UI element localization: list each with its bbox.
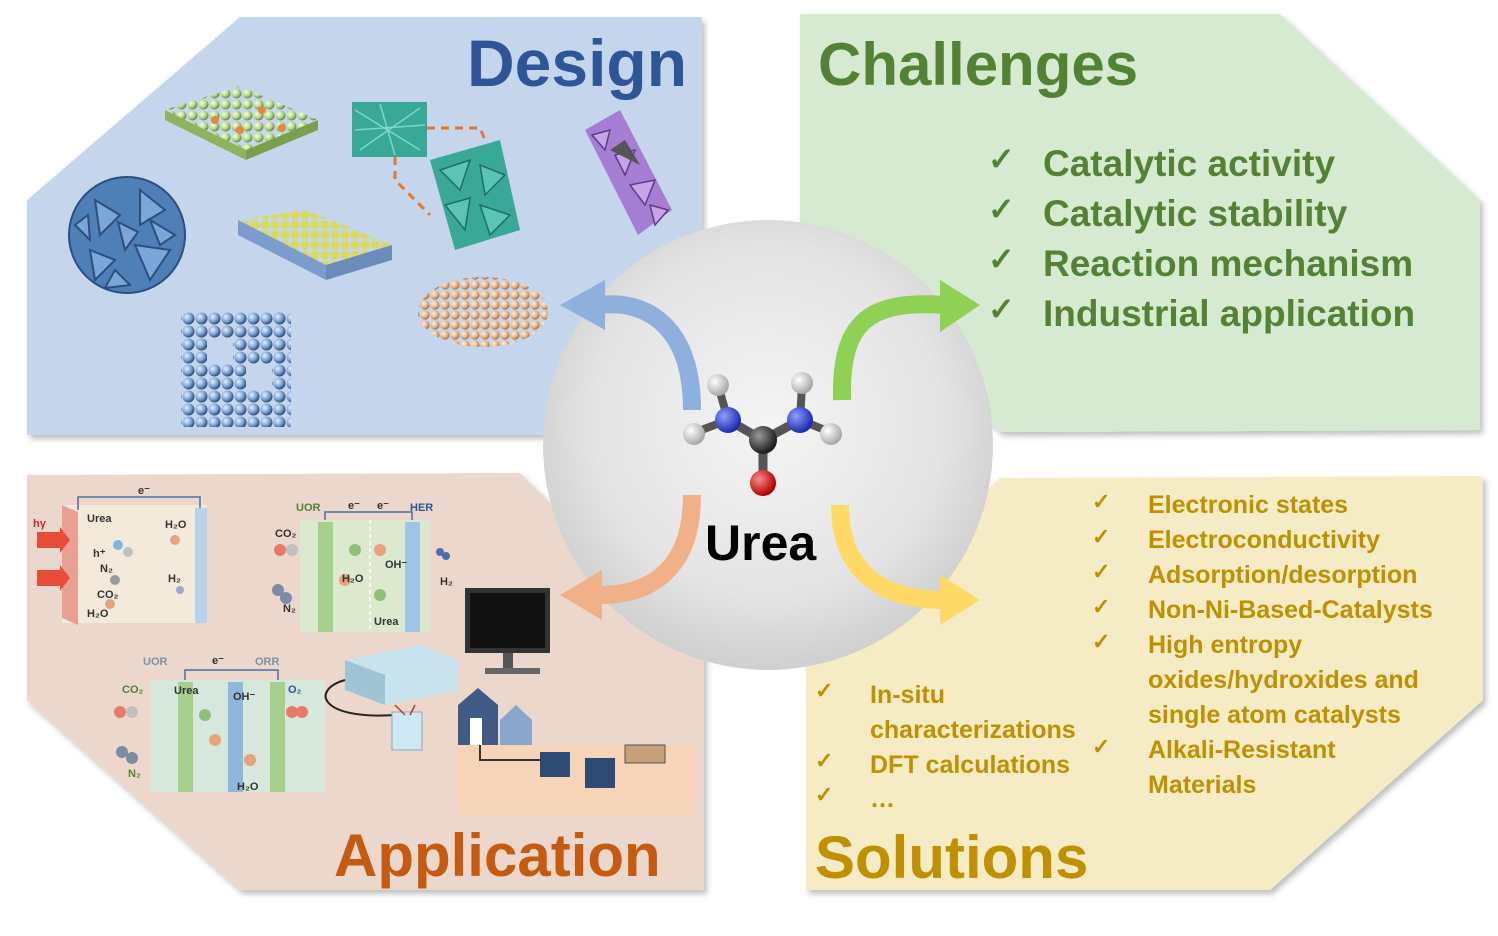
solutions-panel (806, 476, 1483, 890)
challenge-item: ✓ Catalytic stability (988, 193, 1478, 243)
solution-label: Materials (1148, 771, 1257, 799)
check-icon: ✓ (1092, 734, 1111, 759)
photo-h2o-label: H₂O (165, 519, 187, 531)
challenges-list: ✓ Catalytic activity ✓ Catalytic stabili… (988, 143, 1478, 343)
photo-h2o-label-2: H₂O (87, 608, 109, 620)
solution-label: High entropy (1148, 631, 1303, 659)
cell1-co2-label: CO₂ (275, 528, 297, 540)
photo-hv-label: hγ (33, 518, 47, 530)
solutions-title: Solutions (815, 824, 1089, 891)
urea-molecule (683, 372, 842, 496)
challenge-item: ✓ Reaction mechanism (988, 243, 1478, 293)
challenges-panel (800, 14, 1480, 432)
check-icon: ✓ (1092, 594, 1111, 619)
challenge-label: Reaction mechanism (1043, 243, 1414, 284)
challenge-label: Catalytic activity (1043, 143, 1336, 184)
solution-label: … (870, 785, 895, 813)
challenge-label: Industrial application (1043, 293, 1416, 334)
solution-label: DFT calculations (870, 751, 1071, 779)
challenge-item: ✓ Catalytic activity (988, 143, 1478, 193)
cell1-e-label-2: e⁻ (377, 500, 389, 512)
cell1-h2-label: H₂ (440, 576, 453, 588)
check-icon: ✓ (1092, 489, 1111, 514)
check-icon: ✓ (1092, 559, 1111, 584)
solution-label: Adsorption/desorption (1148, 561, 1418, 589)
challenges-title: Challenges (818, 31, 1139, 98)
photo-urea-label: Urea (87, 513, 112, 525)
check-icon: ✓ (988, 241, 1015, 277)
cell2-n2-label: N₂ (128, 768, 141, 780)
cell1-e-label: e⁻ (348, 500, 360, 512)
arrows (560, 280, 980, 625)
check-icon: ✓ (988, 141, 1015, 177)
cell2-uor-label: UOR (143, 656, 168, 668)
cell2-oh-label: OH⁻ (233, 691, 256, 703)
cell1-oh-label: OH⁻ (385, 559, 408, 571)
solution-label: In-situ (870, 681, 945, 709)
cell2-co2-label: CO₂ (122, 684, 144, 696)
check-icon: ✓ (1092, 524, 1111, 549)
photo-n2-label: N₂ (100, 563, 113, 575)
cell2-e-label: e⁻ (212, 655, 224, 667)
check-icon: ✓ (815, 782, 834, 807)
check-icon: ✓ (988, 291, 1015, 327)
photo-e-label: e⁻ (138, 485, 150, 497)
photo-h2-label: H₂ (168, 573, 181, 585)
solution-label: Non-Ni-Based-Catalysts (1148, 596, 1433, 624)
cell1-n2-label: N₂ (283, 603, 296, 615)
design-title: Design (467, 26, 688, 100)
photo-co2-label: CO₂ (97, 589, 119, 601)
solution-label: oxides/hydroxides and (1148, 666, 1419, 694)
application-illustrations (37, 496, 696, 815)
cell2-o2-label: O₂ (288, 684, 302, 696)
cell1-uor-label: UOR (296, 502, 321, 514)
cell2-urea-label: Urea (174, 685, 199, 697)
application-title: Application (334, 822, 661, 889)
solution-label: characterizations (870, 716, 1076, 744)
cell2-orr-label: ORR (255, 656, 280, 668)
cell2-h2o-label: H₂O (237, 781, 259, 793)
solution-label: Electroconductivity (1148, 526, 1380, 554)
check-icon: ✓ (815, 678, 834, 703)
solution-label: Alkali-Resistant (1148, 736, 1336, 764)
cell1-her-label: HER (410, 502, 433, 514)
cell1-h2o-label: H₂O (342, 573, 364, 585)
check-icon: ✓ (988, 191, 1015, 227)
check-icon: ✓ (815, 748, 834, 773)
check-icon: ✓ (1092, 629, 1111, 654)
challenge-item: ✓ Industrial application (988, 293, 1478, 343)
solution-label: Electronic states (1148, 491, 1349, 519)
photo-h-label: h⁺ (93, 548, 106, 560)
design-illustrations (68, 86, 672, 427)
solution-label: single atom catalysts (1148, 701, 1401, 729)
challenge-label: Catalytic stability (1043, 193, 1348, 234)
urea-label: Urea (705, 515, 817, 571)
cell1-urea-label: Urea (374, 616, 399, 628)
